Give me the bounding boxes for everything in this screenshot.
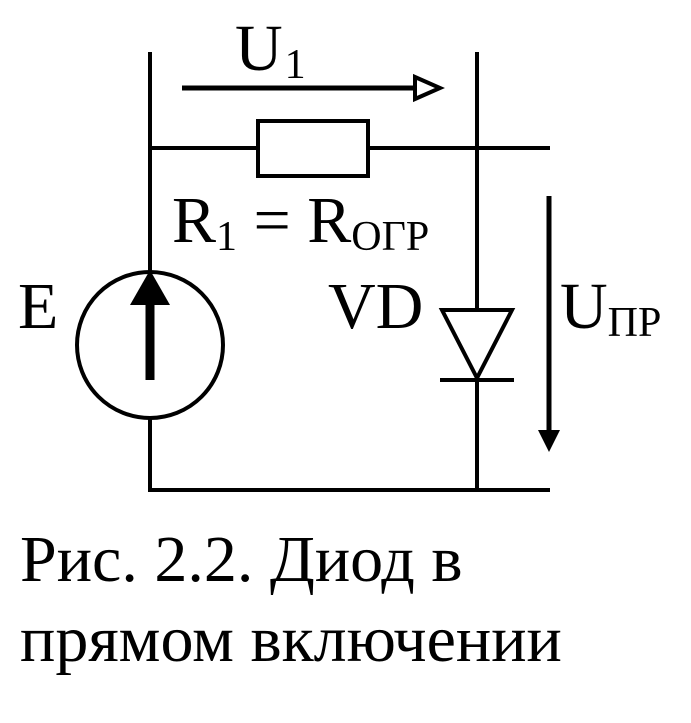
caption-line-1: Рис. 2.2. Диод в bbox=[20, 523, 463, 596]
diode-triangle bbox=[438, 308, 516, 383]
diode-label: VD bbox=[328, 270, 423, 343]
resistor-symbol bbox=[256, 119, 370, 178]
source-label: E bbox=[18, 270, 58, 343]
figure-caption: Рис. 2.2. Диод в прямом включении bbox=[20, 520, 680, 680]
upr-arrow-head bbox=[538, 430, 560, 452]
upr-label: UПР bbox=[560, 270, 661, 346]
circuit-diagram: U1 R1 = RОГР E VD UПР bbox=[18, 12, 661, 492]
caption-line-2: прямом включении bbox=[20, 603, 562, 676]
u1-label: U1 bbox=[235, 12, 306, 88]
source-arrow-head bbox=[130, 270, 170, 305]
resistor-label: R1 = RОГР bbox=[172, 184, 429, 260]
u1-arrow-head bbox=[413, 73, 445, 103]
